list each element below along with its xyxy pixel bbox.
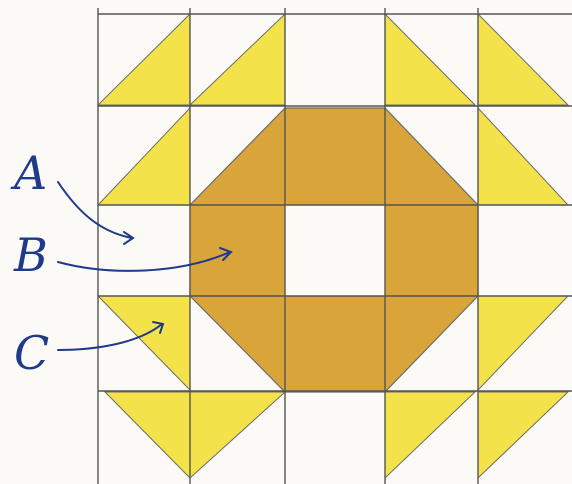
yellow-triangle [385, 392, 475, 478]
yellow-triangle [385, 14, 475, 105]
center-square [285, 205, 385, 296]
yellow-triangle [478, 392, 568, 478]
label-b: B [14, 232, 48, 278]
yellow-triangle [105, 392, 190, 478]
label-c: C [14, 330, 49, 376]
yellow-triangle [478, 296, 568, 390]
yellow-triangle [98, 296, 190, 390]
yellow-triangle [190, 14, 285, 105]
yellow-triangle [478, 14, 568, 105]
label-a: A [14, 150, 47, 196]
yellow-triangle [98, 14, 190, 105]
yellow-triangle [190, 392, 285, 478]
yellow-triangle [478, 108, 568, 205]
yellow-triangle [98, 108, 190, 205]
